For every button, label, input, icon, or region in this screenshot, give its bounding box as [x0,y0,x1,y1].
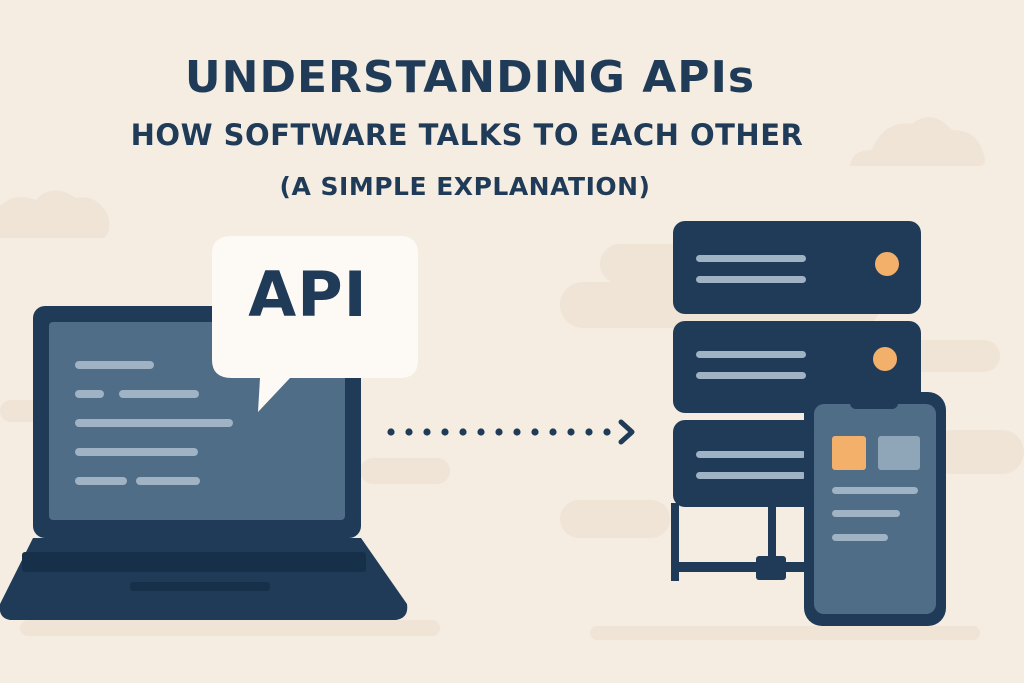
speech-bubble-shape [212,236,418,412]
cloud-band-3 [560,500,670,538]
laptop-keyboard [22,552,366,572]
screen-line [75,448,198,456]
smartphone-icon [804,392,946,626]
screen-line [119,390,199,398]
server-lines [696,255,806,479]
screen-line [75,361,154,369]
phone-app-tile-grey [878,436,920,470]
ground-shadow-left [20,620,440,636]
screen-line [75,390,104,398]
page-title: UNDERSTANDING APIs [184,52,756,103]
screen-line [136,477,200,485]
cloud-left [0,190,110,238]
cloud-strip-middle [360,458,450,484]
arrow-dots [387,428,611,436]
phone-text-lines [832,487,918,541]
phone-notch [850,397,898,409]
arrow-head [618,419,635,445]
screen-line [75,419,233,427]
server-unit [673,321,921,413]
page-note: (A SIMPLE EXPLANATION) [279,172,651,201]
server-unit [673,221,921,314]
screen-line [75,477,127,485]
server-stand [768,503,776,575]
page-subtitle: HOW SOFTWARE TALKS TO EACH OTHER [130,118,804,152]
laptop-trackpad [130,582,270,591]
ground-shadow-right [590,626,980,640]
server-status-light [875,252,899,276]
server-status-light [873,347,897,371]
arrow-icon [387,419,635,445]
cloud-right [850,117,985,166]
speech-bubble-label: API [248,258,368,331]
laptop-base [0,538,408,620]
phone-app-tile-orange [832,436,866,470]
laptop-screen-text-lines [75,361,233,485]
speech-bubble [212,236,418,412]
phone-screen [814,404,936,614]
cloud-band-5 [930,430,1024,474]
server-cable [671,503,679,581]
server-connector [756,556,786,580]
